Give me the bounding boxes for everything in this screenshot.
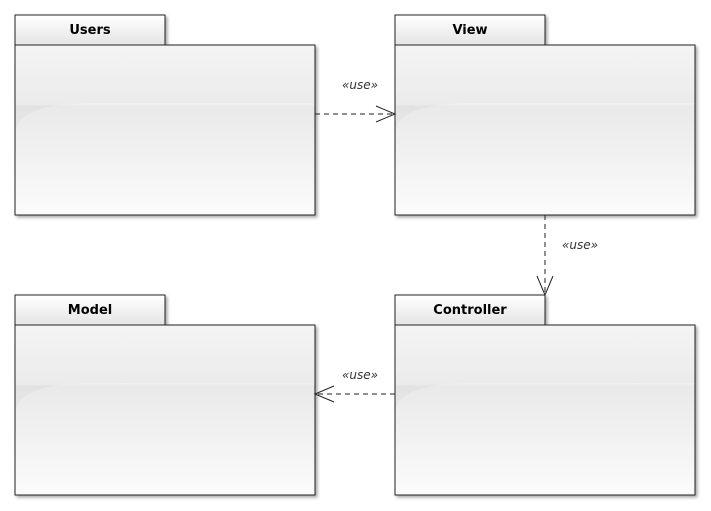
package-view-name: View [452,23,487,38]
dependency-controller-model[interactable] [313,385,395,403]
dependency-users-view-arrowhead [375,105,397,123]
dependency-users-view[interactable] [315,105,397,123]
package-controller-name: Controller [433,303,507,318]
dependency-controller-model-stereotype: «use» [342,368,378,382]
package-model[interactable] [14,294,316,496]
dependency-view-controller[interactable] [536,215,554,297]
dependency-view-controller-stereotype: «use» [562,238,598,252]
package-view-sheen [396,103,694,214]
package-model-sheen [16,383,314,494]
dependency-controller-model-arrowhead [313,385,335,403]
package-users-name: Users [69,23,111,38]
dependency-users-view-stereotype: «use» [342,78,378,92]
package-users[interactable] [14,14,316,216]
package-users-sheen [16,103,314,214]
package-model-name: Model [68,303,112,318]
package-users-tab [14,14,166,46]
dependency-view-controller-arrowhead [536,275,554,297]
package-controller[interactable] [394,294,696,496]
package-controller-sheen [396,383,694,494]
package-view[interactable] [394,14,696,216]
package-view-tab [394,14,546,46]
